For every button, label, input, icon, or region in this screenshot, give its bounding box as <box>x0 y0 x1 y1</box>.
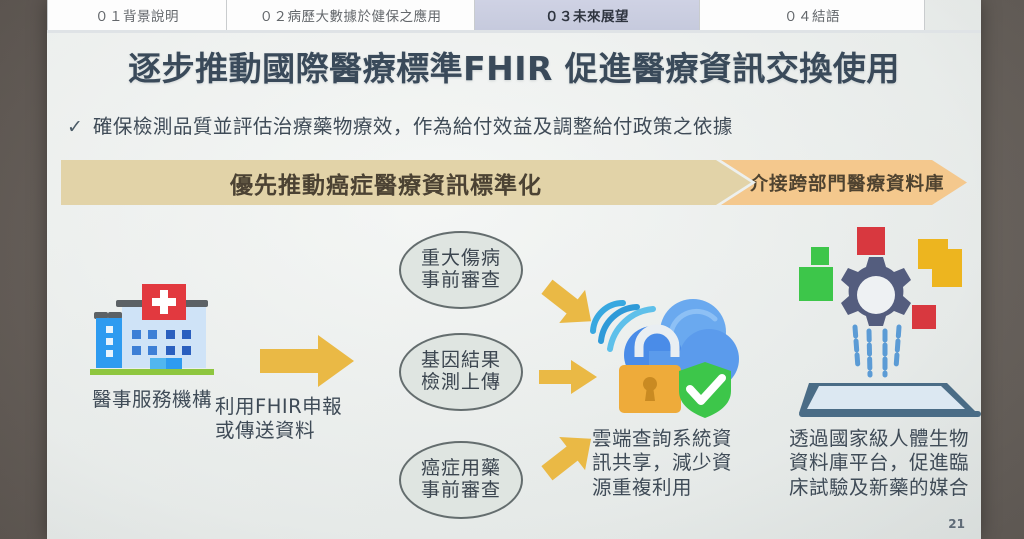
secure-cloud-icon <box>590 299 739 418</box>
biobank-caption-line1: 透過國家級人體生物 <box>789 427 970 450</box>
biobank-caption: 透過國家級人體生物 資料庫平台，促進臨 床試驗及新藥的媒合 <box>789 427 981 500</box>
tab-03-future-outlook[interactable]: ０３未來展望 <box>475 0 700 30</box>
hospital-caption: 醫事服務機構 <box>91 388 212 411</box>
gear-laptop-icon <box>799 227 981 417</box>
diagram-area: 醫事服務機構 利用FHIR申報 或傳送資料 重大傷病 事前審查 基因結果 檢測上… <box>47 205 981 539</box>
review-item-3-line2: 事前審查 <box>420 479 501 501</box>
biobank-caption-line2: 資料庫平台，促進臨 <box>789 451 970 475</box>
biobank-caption-line3: 床試驗及新藥的媒合 <box>789 475 970 499</box>
review-item-cancer-drug[interactable]: 癌症用藥 事前審查 <box>399 441 523 519</box>
review-item-1-line2: 事前審查 <box>420 269 501 291</box>
banner-left-label: 優先推動癌症醫療資訊標準化 <box>230 172 542 199</box>
tab-bar-underline <box>47 30 981 33</box>
review-item-genetic-upload[interactable]: 基因結果 檢測上傳 <box>399 333 523 411</box>
banner-left-segment: 優先推動癌症醫療資訊標準化 <box>61 160 751 205</box>
bullet-row: ✓ 確保檢測品質並評估治療藥物療效，作為給付效益及調整給付政策之依據 <box>67 110 967 139</box>
cloud-caption-line3: 源重複利用 <box>592 475 693 499</box>
tab-04-conclusion[interactable]: ０４結語 <box>700 0 925 30</box>
hospital-icon <box>90 284 214 375</box>
cloud-caption-line2: 訊共享，減少資 <box>592 451 733 475</box>
tab-04-label: ０４結語 <box>784 9 840 25</box>
cloud-caption-line1: 雲端查詢系統資 <box>592 427 733 450</box>
fhir-caption-line1: 利用FHIR申報 <box>215 395 343 418</box>
tab-01-background[interactable]: ０１背景說明 <box>47 0 227 30</box>
hospital-group: 醫事服務機構 <box>57 280 247 412</box>
review-item-3-line1: 癌症用藥 <box>420 457 501 480</box>
slide-title: 逐步推動國際醫療標準FHIR 促進醫療資訊交換使用 <box>128 49 900 88</box>
review-item-major-illness[interactable]: 重大傷病 事前審查 <box>399 231 523 309</box>
presentation-slide: ０１背景說明 ０２病歷大數據於健保之應用 ０３未來展望 ０４結語 逐步推動國際醫… <box>47 0 981 539</box>
process-banner: 優先推動癌症醫療資訊標準化 介接跨部門醫療資料庫 <box>61 160 967 205</box>
tab-01-label: ０１背景說明 <box>95 9 179 25</box>
banner-right-segment: 介接跨部門醫療資料庫 <box>721 160 967 205</box>
review-item-1-line1: 重大傷病 <box>420 247 501 270</box>
tab-02-bigdata-application[interactable]: ０２病歷大數據於健保之應用 <box>227 0 475 30</box>
section-tab-bar: ０１背景說明 ０２病歷大數據於健保之應用 ０３未來展望 ０４結語 <box>47 0 981 30</box>
check-icon: ✓ <box>67 116 83 138</box>
fhir-submission-caption: 利用FHIR申報 或傳送資料 <box>205 395 405 444</box>
page-number: 21 <box>948 517 965 531</box>
right-arrow-icon <box>260 335 354 387</box>
cloud-caption: 雲端查詢系統資 訊共享，減少資 源重複利用 <box>592 427 792 500</box>
tab-02-label: ０２病歷大數據於健保之應用 <box>259 9 442 25</box>
tab-03-label: ０３未來展望 <box>545 9 629 25</box>
arrow-up-right-icon <box>541 436 592 481</box>
review-item-2-line1: 基因結果 <box>420 349 501 372</box>
banner-right-label: 介接跨部門醫療資料庫 <box>749 173 945 195</box>
fhir-caption-line2: 或傳送資料 <box>215 419 316 443</box>
arrow-down-right-icon <box>541 279 592 324</box>
review-item-2-line2: 檢測上傳 <box>420 371 501 393</box>
arrow-right-icon <box>539 360 597 394</box>
bullet-text: 確保檢測品質並評估治療藥物療效，作為給付效益及調整給付政策之依據 <box>92 115 733 138</box>
